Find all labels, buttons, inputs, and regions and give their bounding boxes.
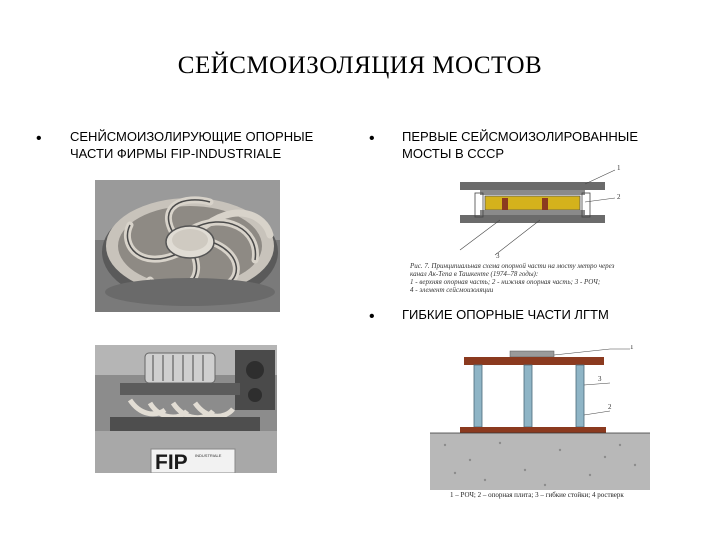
left-item-line2: ЧАСТИ ФИРМЫ FIP-INDUSTRIALE <box>70 146 282 161</box>
fip-bearing-photo: FIP INDUSTRIALE <box>95 345 277 473</box>
fip-logo-brand: FIP <box>155 451 188 473</box>
ussr-bearing-diagram: 1 2 3 <box>440 160 640 260</box>
figure1-caption: Рис. 7. Принципиальная схема опорной час… <box>410 262 650 294</box>
fig1-caption-line4: 4 - элемент сейсмоизоляции <box>410 286 494 294</box>
left-item-line1: СЕНЙСМОИЗОЛИРУЮЩИЕ ОПОРНЫЕ <box>70 129 314 144</box>
figure2-legend: 1 – РОЧ; 2 – опорная плита; 3 – гибкие с… <box>450 491 624 499</box>
right-item1-line1: ПЕРВЫЕ СЕЙСМОИЗОЛИРОВАННЫЕ <box>402 129 638 144</box>
bullet-right-1: • <box>369 130 375 147</box>
lgtm-flexible-bearing-diagram: 3 2 1 <box>430 345 650 490</box>
fig1-label-1: 1 <box>617 164 621 172</box>
fip-spiral-bearing-photo <box>95 180 280 312</box>
fip-bearing-image: FIP INDUSTRIALE <box>95 345 277 473</box>
bullet-left: • <box>36 130 42 147</box>
bullet-right-2: • <box>369 308 375 325</box>
fig1-label-2: 2 <box>617 193 621 201</box>
slide-title: СЕЙСМОИЗОЛЯЦИЯ МОСТОВ <box>177 52 543 79</box>
right-item1-text: ПЕРВЫЕ СЕЙСМОИЗОЛИРОВАННЫЕ МОСТЫ В СССР <box>402 128 702 162</box>
spiral-bearing-image <box>95 180 280 312</box>
fig1-label-3: 3 <box>496 252 500 260</box>
fig2-label-3: 3 <box>598 375 602 383</box>
lgtm-bearing-drawing: 3 2 1 <box>430 345 650 490</box>
right-item2-text: ГИБКИЕ ОПОРНЫЕ ЧАСТИ ЛГТМ <box>402 306 702 323</box>
right-item1-line2: МОСТЫ В СССР <box>402 146 505 161</box>
fig1-caption-line2: канал Ак-Тепа в Ташкенте (1974–78 годы): <box>410 270 539 278</box>
fig1-caption-line3: 1 - верхняя опорная часть; 2 - нижняя оп… <box>410 278 601 286</box>
right-item2-line1: ГИБКИЕ ОПОРНЫЕ ЧАСТИ ЛГТМ <box>402 307 609 322</box>
fig2-label-2: 2 <box>608 403 612 411</box>
fip-logo-sub: INDUSTRIALE <box>195 453 222 458</box>
ussr-bearing-drawing: 1 2 3 <box>459 164 621 260</box>
fig2-label-1: 1 <box>630 345 634 351</box>
left-item-text: СЕНЙСМОИЗОЛИРУЮЩИЕ ОПОРНЫЕ ЧАСТИ ФИРМЫ F… <box>70 128 360 162</box>
fig1-caption-line1: Рис. 7. Принципиальная схема опорной час… <box>410 262 615 270</box>
